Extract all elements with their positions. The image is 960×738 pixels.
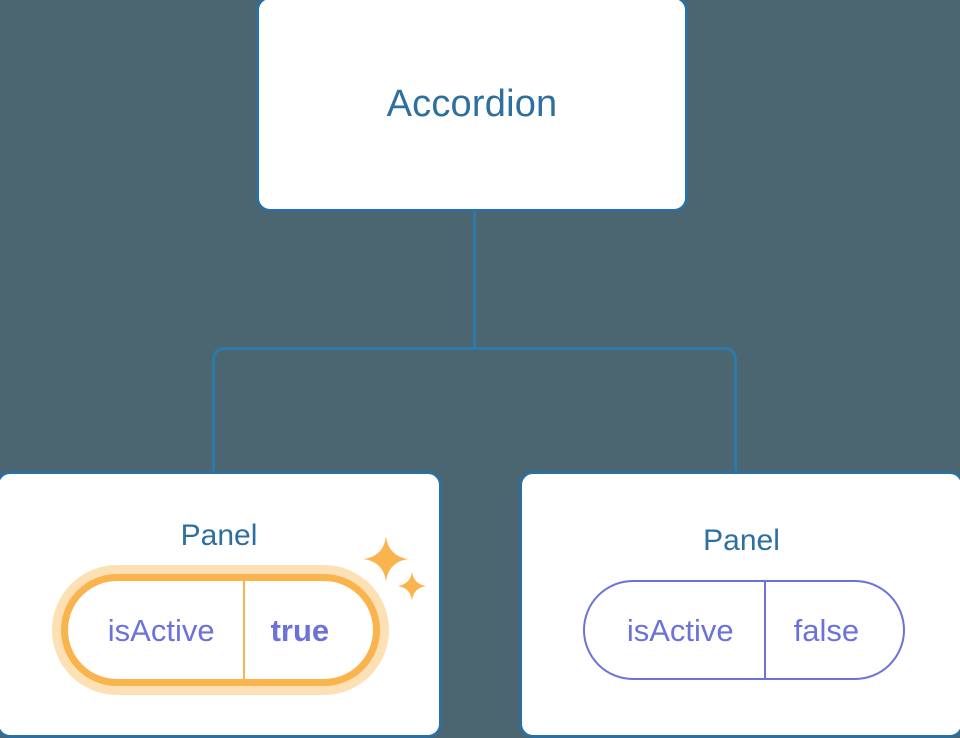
prop-value-right: false xyxy=(793,612,860,648)
prop-key-right: isActive xyxy=(585,582,766,678)
node-panel-right-label: Panel xyxy=(703,524,780,557)
prop-pill-isactive-true[interactable]: isActive true xyxy=(60,574,381,686)
prop-pill-left-wrapper: isActive true xyxy=(60,574,381,686)
node-panel-left-label: Panel xyxy=(180,519,258,552)
node-panel-right[interactable]: Panel isActive false xyxy=(519,471,960,738)
node-accordion[interactable]: Accordion xyxy=(256,0,688,212)
prop-pill-isactive-false[interactable]: isActive false xyxy=(582,580,906,680)
node-panel-left[interactable]: Panel isActive true xyxy=(0,471,442,738)
panel-left-content: Panel isActive true xyxy=(0,474,439,735)
node-accordion-label: Accordion xyxy=(386,83,558,125)
prop-value-left: true xyxy=(270,612,330,648)
panel-right-content: Panel isActive false xyxy=(522,474,960,735)
connector-branch-right xyxy=(474,347,737,472)
connector-branch-left xyxy=(212,347,475,472)
prop-pill-right-wrapper: isActive false xyxy=(582,580,906,680)
prop-key-left: isActive xyxy=(68,581,245,679)
